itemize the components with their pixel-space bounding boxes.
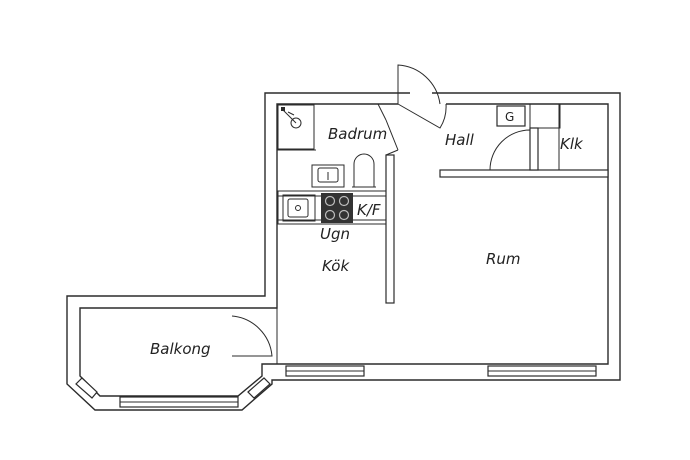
room-label-balkong: Balkong: [150, 340, 211, 358]
outer-walls: [66, 92, 621, 411]
windows: [75, 365, 597, 408]
sink-icon: [311, 164, 345, 188]
door-swing-icon: [489, 129, 531, 171]
kitchen-counter: [277, 190, 387, 225]
garderob-label: G: [505, 110, 514, 124]
room-label-kok: Kök: [322, 257, 350, 275]
room-label-rum: Rum: [486, 250, 521, 268]
toilet-icon: [352, 153, 376, 188]
door-swing-icon: [397, 64, 441, 105]
room-label-ugn: Ugn: [320, 225, 350, 243]
door-swing-icon: [231, 315, 273, 357]
room-label-badrum: Badrum: [328, 125, 387, 143]
doors: [231, 64, 531, 357]
bathroom-fixtures: [277, 104, 376, 188]
room-label-kf: K/F: [357, 201, 381, 219]
stove-icon: [321, 193, 353, 223]
window-icon: [247, 377, 271, 399]
shower-icon: [281, 107, 302, 129]
window-icon: [75, 377, 98, 399]
room-label-hall: Hall: [445, 131, 475, 149]
kitchen-sink-icon: [282, 194, 316, 222]
room-label-klk: Klk: [560, 135, 584, 153]
